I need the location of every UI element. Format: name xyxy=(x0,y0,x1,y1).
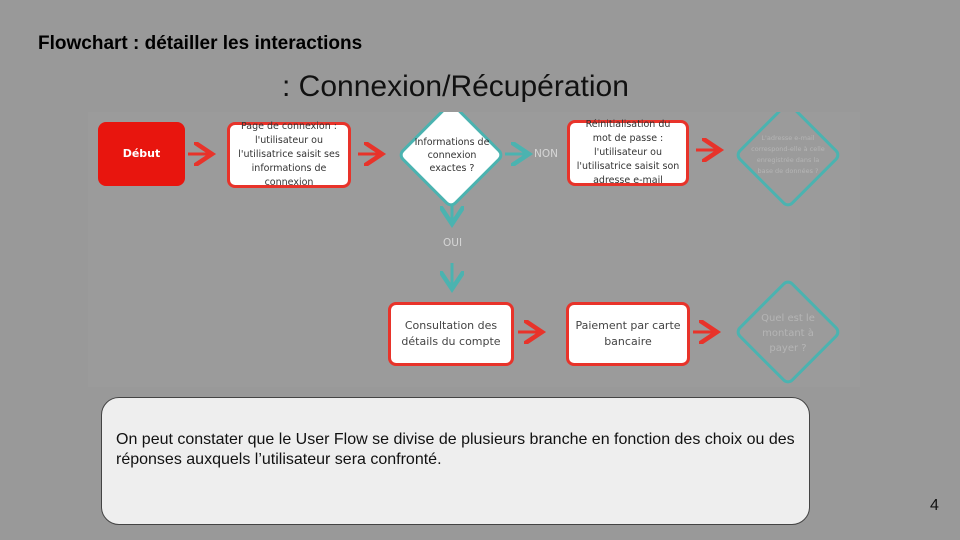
note-callout: On peut constater que le User Flow se di… xyxy=(101,397,810,525)
decision-email-label: L'adresse e-mail correspond-elle à celle… xyxy=(751,134,825,175)
decision-email-shape xyxy=(736,112,840,207)
slide-title: Flowchart : détailler les interactions xyxy=(38,33,363,54)
card-payment-node: Paiement par carte bancaire xyxy=(566,302,690,366)
decision-credentials-shape xyxy=(399,112,503,207)
flowchart: Début Page de connexion : l'utilisateur … xyxy=(88,112,860,387)
page-number: 4 xyxy=(930,497,939,514)
decision-credentials-label: Informations de connexion exactes ? xyxy=(414,136,490,174)
flowchart-connectors xyxy=(188,112,840,384)
password-reset-node: Réinitialisation du mot de passe : l'uti… xyxy=(567,119,689,186)
account-details-node: Consultation des détails du compte xyxy=(388,302,514,366)
decision-amount-shape xyxy=(736,280,840,384)
note-text: On peut constater que le User Flow se di… xyxy=(116,431,795,468)
slide-subtitle: : Connexion/Récupération xyxy=(282,70,629,103)
start-node: Début xyxy=(98,122,185,186)
login-page-node: Page de connexion : l'utilisateur ou l'u… xyxy=(227,121,351,188)
branch-label-no: NON xyxy=(534,148,558,160)
branch-label-yes: OUI xyxy=(443,237,463,249)
decision-amount-label: Quel est le montant à payer ? xyxy=(761,312,815,354)
